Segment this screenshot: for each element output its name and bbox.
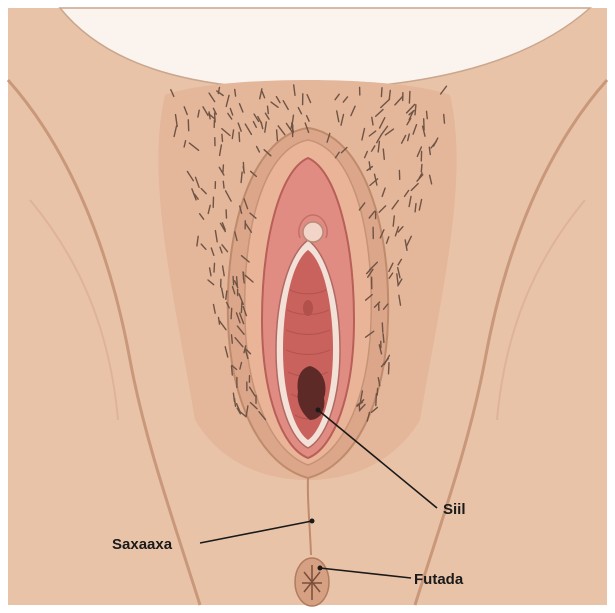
label-saxaaxa: Saxaaxa	[112, 536, 173, 553]
hair-stroke	[383, 149, 384, 159]
hair-stroke	[239, 132, 240, 141]
futada-leader-dot	[318, 566, 323, 571]
hair-stroke	[382, 323, 383, 332]
saxaaxa-leader-dot	[310, 519, 315, 524]
hair-stroke	[222, 134, 223, 141]
urethral-opening	[303, 300, 313, 316]
hair-stroke	[235, 89, 236, 96]
hair-stroke	[232, 335, 233, 343]
label-futada: Futada	[414, 571, 464, 588]
hair-stroke	[421, 164, 422, 171]
hair-stroke	[389, 91, 390, 100]
hair-stroke	[241, 172, 242, 183]
clitoris	[303, 222, 323, 242]
hair-stroke	[233, 276, 234, 284]
hair-stroke	[277, 130, 278, 141]
hair-stroke	[231, 308, 232, 318]
siil-leader-dot	[316, 408, 321, 413]
hair-stroke	[232, 366, 233, 375]
hair-stroke	[444, 115, 445, 124]
hair-stroke	[415, 204, 416, 212]
hair-stroke	[381, 88, 382, 97]
hair-stroke	[241, 302, 242, 312]
hair-stroke	[427, 111, 428, 118]
label-siil: Siil	[443, 501, 466, 518]
hair-stroke	[268, 106, 269, 113]
hair-stroke	[389, 363, 390, 374]
hair-stroke	[226, 291, 227, 299]
hair-stroke	[214, 263, 215, 272]
hair-stroke	[209, 112, 210, 119]
hair-stroke	[376, 394, 377, 406]
hair-stroke	[409, 92, 410, 104]
hair-stroke	[237, 277, 238, 286]
hair-stroke	[429, 147, 430, 154]
hair-stroke	[415, 105, 416, 115]
hair-stroke	[383, 334, 384, 343]
hair-stroke	[223, 181, 224, 188]
